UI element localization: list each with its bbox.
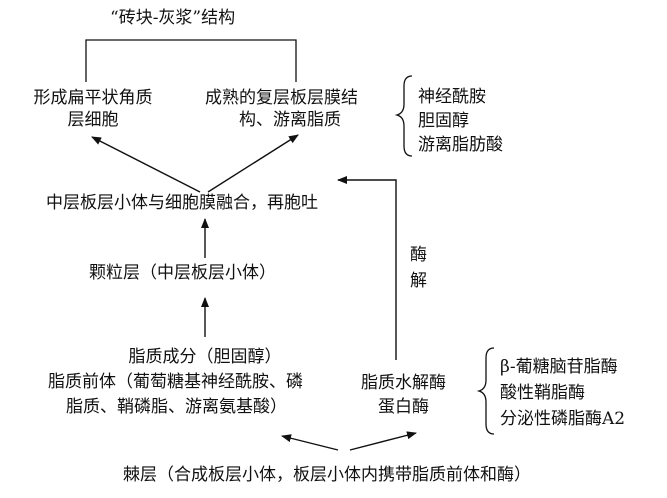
enzyme-item-3: 分泌性磷脂酶A2 bbox=[500, 409, 626, 429]
right-outcome-line2: 构、游离脂质 bbox=[239, 110, 341, 130]
lipid-line2: 脂质前体（葡萄糖基神经酰胺、磷 bbox=[48, 372, 303, 392]
hydrolase-line1: 脂质水解酶 bbox=[361, 373, 446, 393]
spinous-layer: 棘层（合成板层小体，板层小体内携带脂质前体和酶） bbox=[123, 465, 531, 485]
arrow-fusion-to-left bbox=[91, 136, 201, 193]
enzyme-action-char1: 酶 bbox=[410, 245, 427, 265]
enzyme-action-char2: 解 bbox=[410, 271, 427, 291]
component-item-3: 游离脂肪酸 bbox=[418, 135, 503, 155]
component-item-1: 神经酰胺 bbox=[418, 87, 486, 107]
component-item-2: 胆固醇 bbox=[418, 111, 469, 131]
arrow-hydrolase-up bbox=[337, 176, 397, 360]
top-bracket bbox=[85, 39, 297, 82]
granular-layer: 颗粒层（中层板层小体） bbox=[89, 263, 276, 283]
hydrolase-line2: 蛋白酶 bbox=[378, 397, 429, 417]
arrow-spinous-to-lipid bbox=[281, 434, 339, 451]
lipid-line3: 脂质、鞘磷脂、游离氨基酸） bbox=[66, 397, 287, 417]
top-label: “砖块-灰浆”结构 bbox=[110, 8, 236, 28]
enzyme-item-2: 酸性鞘脂酶 bbox=[500, 383, 585, 403]
enzyme-item-1: β-葡糖脑苷脂酶 bbox=[500, 357, 618, 377]
arrow-spinous-to-hydrolase bbox=[349, 431, 417, 451]
enzyme-brace bbox=[476, 347, 495, 435]
lipid-line1: 脂质成分（胆固醇） bbox=[128, 347, 282, 367]
fusion-step: 中层板层小体与细胞膜融合，再胞吐 bbox=[46, 193, 318, 213]
right-brace bbox=[394, 75, 413, 157]
left-outcome-line2: 层细胞 bbox=[67, 110, 119, 130]
left-outcome-line1: 形成扁平状角质 bbox=[33, 88, 153, 108]
arrow-fusion-to-right bbox=[207, 134, 299, 193]
right-outcome-line1: 成熟的复层板层膜结 bbox=[205, 88, 358, 108]
